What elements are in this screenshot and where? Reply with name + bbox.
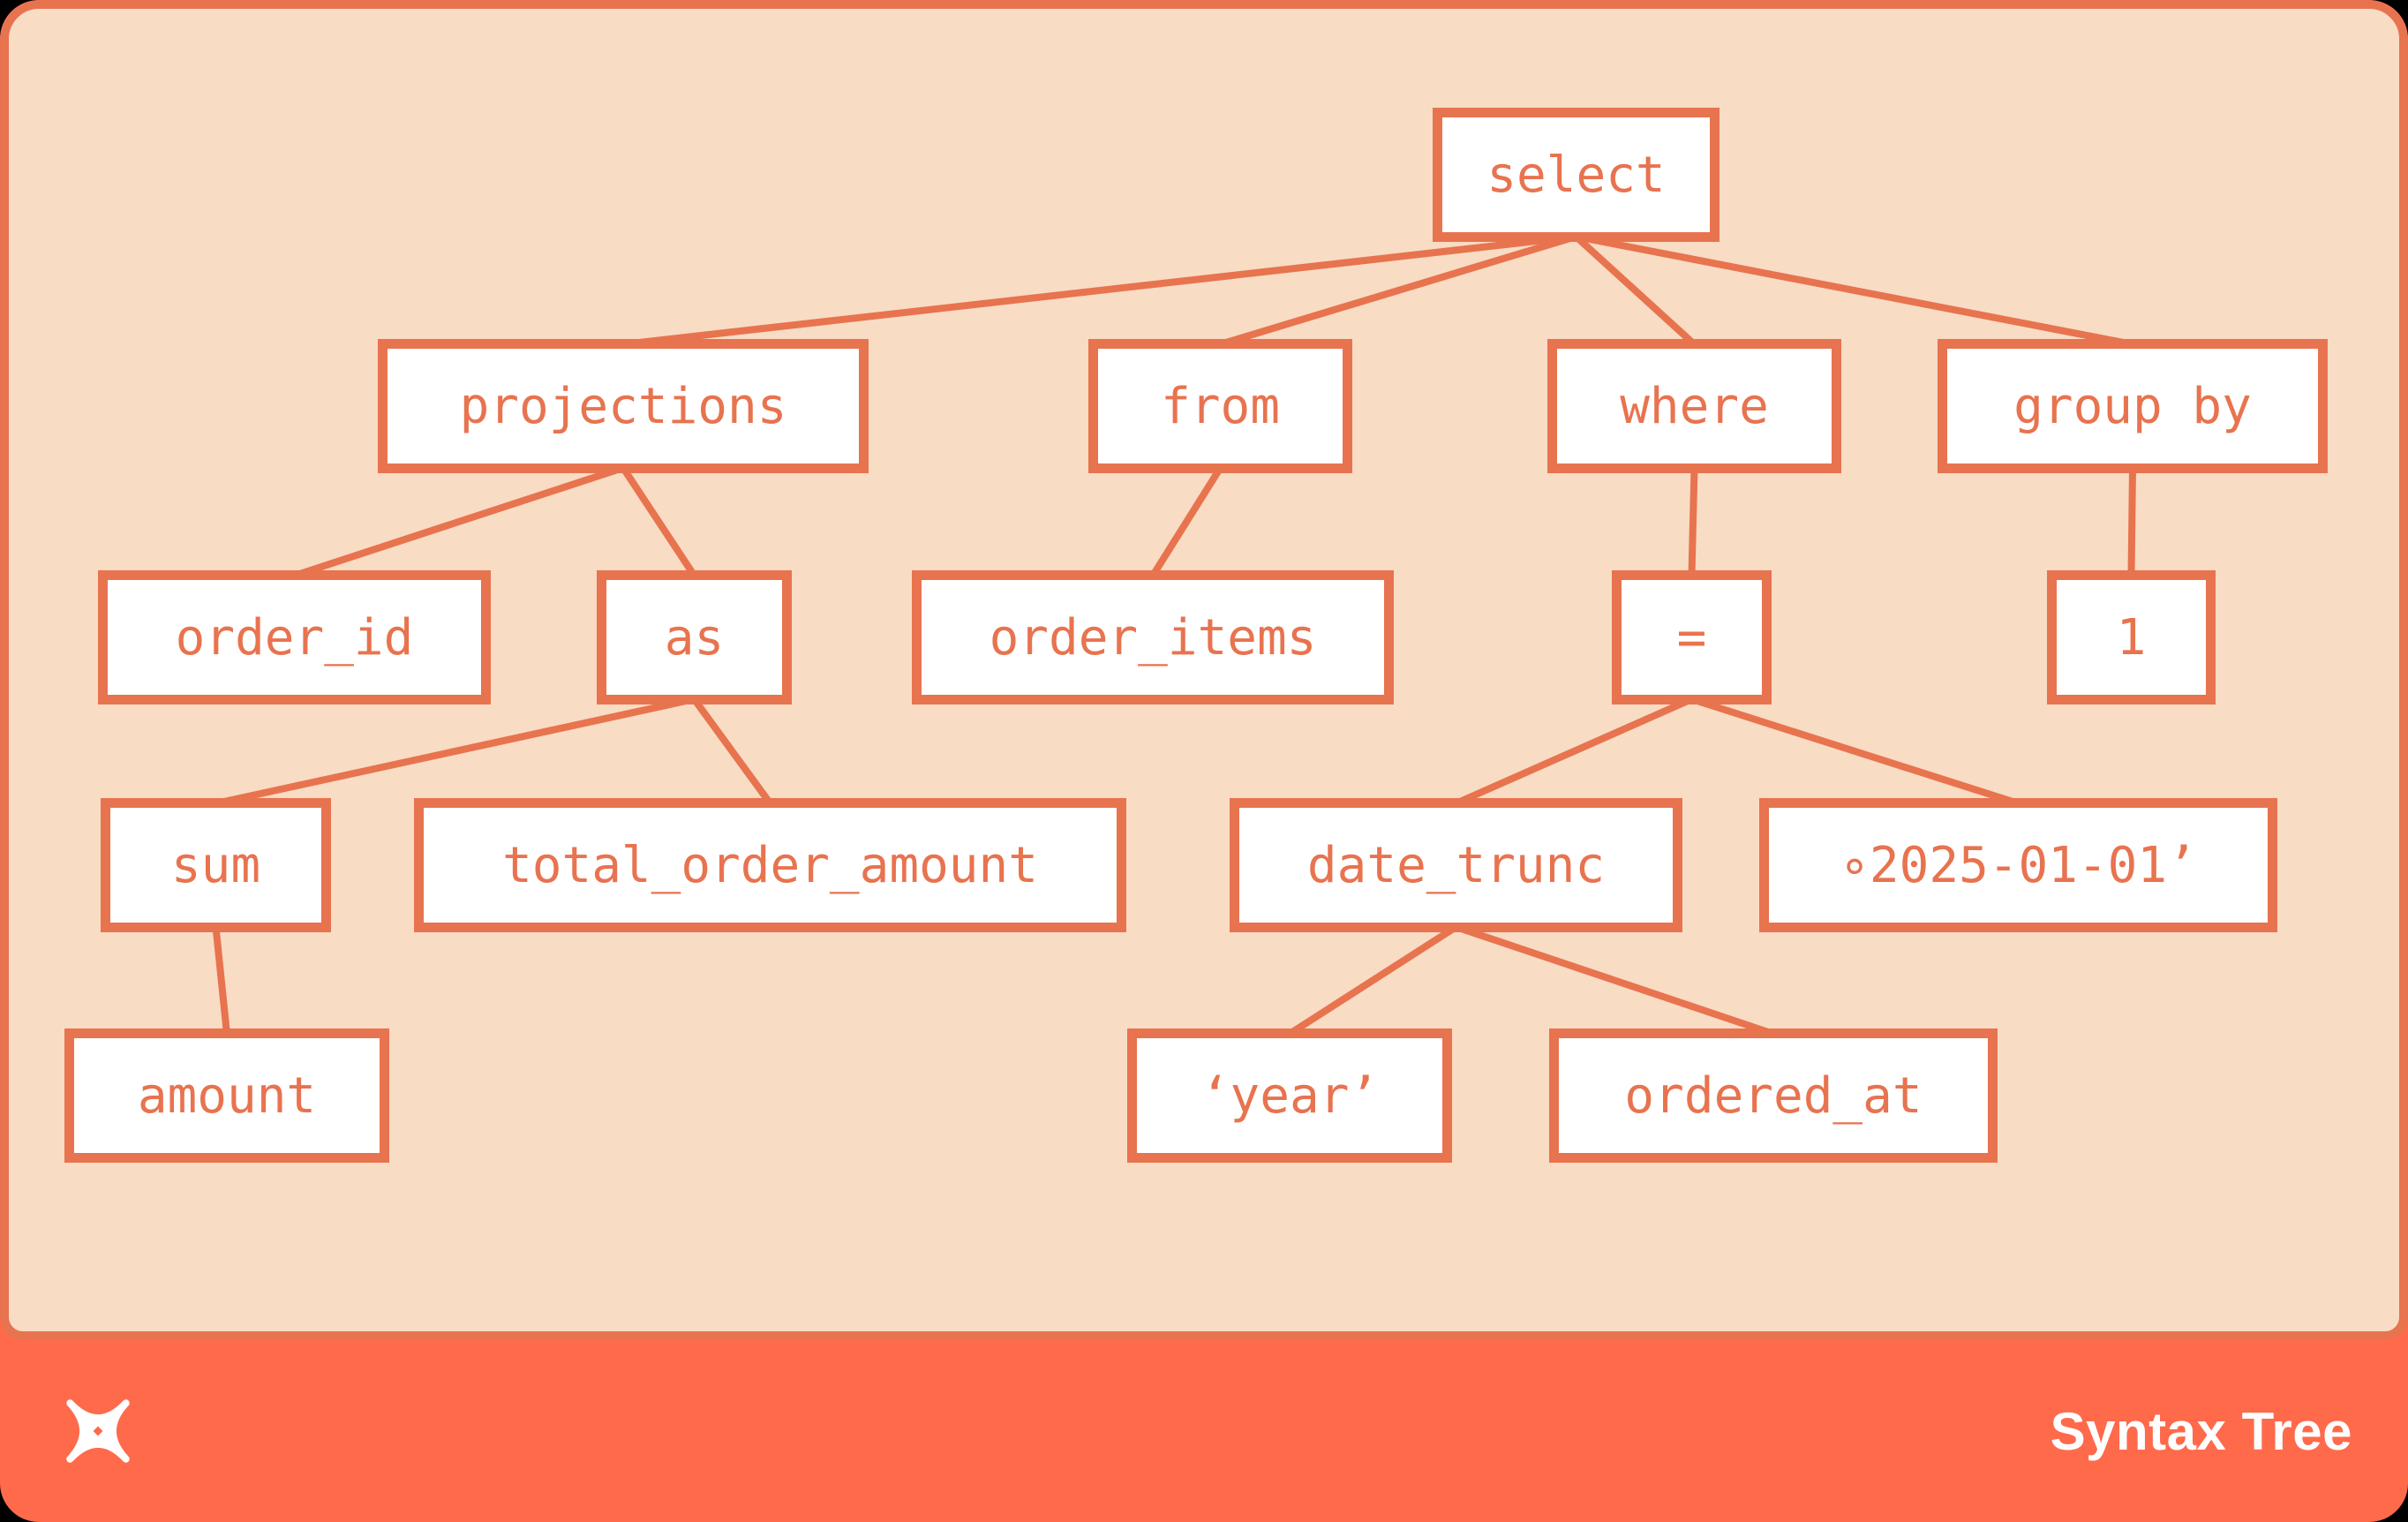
tree-edges	[212, 233, 2136, 1037]
tree-node-amount: amount	[64, 1028, 389, 1163]
tree-edge-as-sum	[214, 696, 696, 807]
tree-node-year: ‘year’	[1127, 1028, 1452, 1163]
footer-title: Syntax Tree	[2050, 1401, 2352, 1461]
tree-node-order-items: order_items	[912, 570, 1394, 704]
tree-edge-eq-date_trunc	[1454, 696, 1694, 807]
tree-node-projections: projections	[378, 339, 869, 473]
tree-edge-where-eq	[1688, 467, 1698, 576]
tree-edge-as-total_order_amount	[691, 697, 773, 806]
tree-node-where: where	[1547, 339, 1841, 473]
tree-node-order-id: order_id	[98, 570, 491, 704]
tree-edge-projections-order_id	[293, 464, 625, 579]
tree-edge-date_trunc-year	[1287, 923, 1458, 1037]
tree-node-one: 1	[2047, 570, 2216, 704]
dbt-logo-icon	[66, 1399, 130, 1463]
tree-node-from: from	[1088, 339, 1352, 473]
tree-edge-projections-as	[620, 465, 697, 578]
diagram-panel: select projections from where group by order_…	[0, 0, 2408, 1340]
tree-edge-group_by-one	[2127, 467, 2136, 576]
tree-edge-sum-amount	[212, 926, 230, 1035]
tree-edge-eq-date_literal	[1690, 696, 2020, 807]
tree-node-total-order-amount: total_order_amount	[414, 798, 1126, 932]
tree-edge-select-group_by	[1575, 233, 2133, 348]
tree-edge-select-from	[1219, 233, 1577, 348]
tree-node-sum: sum	[101, 798, 331, 932]
tree-edge-select-where	[1573, 234, 1697, 347]
tree-node-group-by: group by	[1938, 339, 2328, 473]
tree-edge-date_trunc-ordered_at	[1455, 923, 1775, 1037]
footer-bar: Syntax Tree	[0, 1340, 2408, 1522]
tree-node-ordered-at: ordered_at	[1549, 1028, 1998, 1163]
tree-node-date-literal: ∘2025-01-01’	[1759, 798, 2277, 932]
tree-node-eq: =	[1612, 570, 1772, 704]
tree-node-as: as	[597, 570, 792, 704]
tree-edge-from-order_items	[1149, 465, 1223, 578]
tree-node-select: select	[1433, 108, 1719, 242]
tree-edge-select-projections	[622, 233, 1576, 348]
tree-node-date-trunc: date_trunc	[1230, 798, 1682, 932]
